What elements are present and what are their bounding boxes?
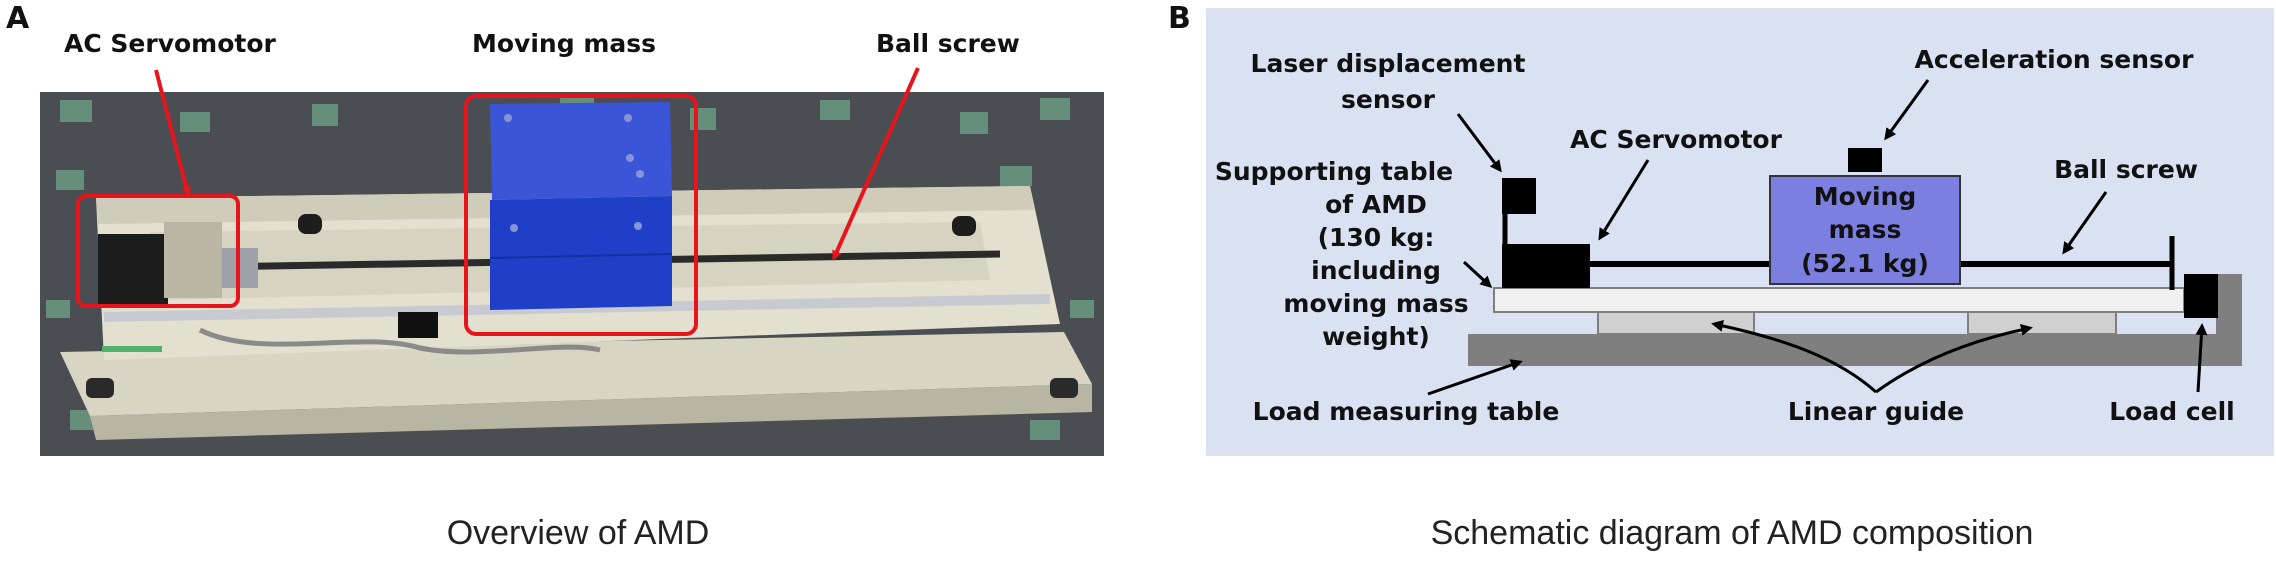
schematic <box>1468 148 2242 366</box>
arrow-laser <box>1456 113 1502 173</box>
label-ac-servomotor-b: AC Servomotor <box>1570 125 1783 154</box>
label-support-4: including <box>1311 256 1441 285</box>
highlight-box-servomotor <box>76 194 240 308</box>
label-support-6: weight) <box>1322 322 1430 351</box>
label-mass-1: Moving <box>1814 182 1917 211</box>
table-right-post <box>2216 274 2242 366</box>
linear-guide-left <box>1597 311 1755 335</box>
schematic-background <box>1206 8 2274 456</box>
label-support-3: (130 kg: <box>1318 223 1435 252</box>
label-ball-screw-b: Ball screw <box>2054 155 2198 184</box>
label-load-cell: Load cell <box>2109 397 2235 426</box>
label-load-measuring-table: Load measuring table <box>1253 397 1560 426</box>
schematic-arrows <box>1427 79 2208 396</box>
arrow-load-measuring-table <box>1427 359 1523 396</box>
arrow-supporting-table <box>1462 260 1493 289</box>
label-acceleration-sensor: Acceleration sensor <box>1915 45 2195 74</box>
load-measuring-table <box>1468 334 2236 366</box>
load-cell <box>2184 274 2218 318</box>
arrow-servomotor-a <box>154 69 192 197</box>
panel-a-letter: A <box>6 1 30 36</box>
moving-mass <box>1769 175 1961 285</box>
arrow-ball-screw-b <box>2062 191 2108 255</box>
label-support-2: of AMD <box>1325 190 1427 219</box>
label-mass-2: mass <box>1829 215 1902 244</box>
highlight-box-moving-mass <box>464 94 698 336</box>
acceleration-sensor <box>1848 148 1882 172</box>
label-laser-1: Laser displacement <box>1251 49 1526 78</box>
laser-sensor <box>1502 178 1536 214</box>
panel-b-letter: B <box>1168 1 1191 36</box>
floor-marks <box>46 98 1094 440</box>
label-ball-screw-a: Ball screw <box>876 29 1020 58</box>
caption-a: Overview of AMD <box>447 514 710 552</box>
label-laser-2: sensor <box>1341 85 1436 114</box>
label-linear-guide: Linear guide <box>1788 397 1964 426</box>
amd-photo <box>40 92 1104 456</box>
label-mass-3: (52.1 kg) <box>1801 249 1929 278</box>
arrow-linear-guide-right <box>1875 323 2033 394</box>
arrow-acceleration <box>1884 79 1930 141</box>
arrow-linear-guide-left <box>1711 319 1877 394</box>
arrow-load-cell <box>2195 323 2208 393</box>
linear-guide-right <box>1967 311 2117 335</box>
label-ac-servomotor-a: AC Servomotor <box>64 29 277 58</box>
caption-b: Schematic diagram of AMD composition <box>1431 514 2034 552</box>
arrow-ball-screw-a <box>832 67 920 261</box>
label-support-1: Supporting table <box>1215 157 1453 186</box>
label-moving-mass-a: Moving mass <box>472 29 656 58</box>
arrow-servomotor-b <box>1598 159 1650 241</box>
supporting-table <box>1493 287 2185 313</box>
label-support-5: moving mass <box>1283 289 1468 318</box>
ac-servomotor <box>1502 244 1590 288</box>
